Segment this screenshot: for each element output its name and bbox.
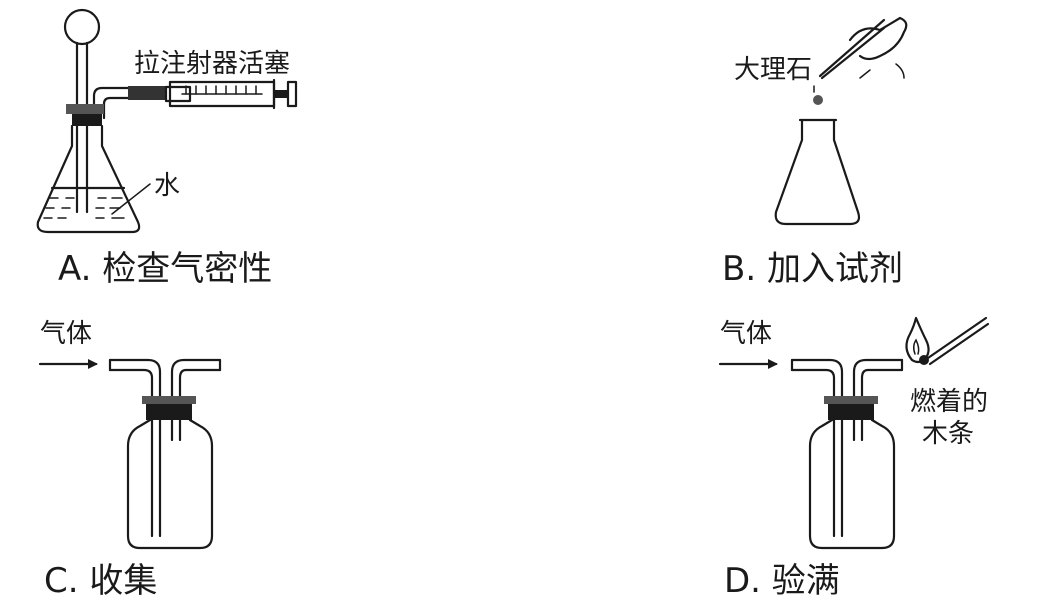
panel-a: 拉注射器活塞 水 A. 检查气密性 [36,8,298,289]
thistle-funnel [63,8,101,214]
caption-c: C. 收集 [44,561,157,601]
delivery-tubes-d [790,358,904,538]
water-label: 水 [154,171,180,201]
gas-label-c: 气体 [40,319,92,349]
caption-a: A. 检查气密性 [58,249,272,289]
gas-arrow-c [38,359,98,369]
delivery-tubes-c [108,358,222,538]
panel-d: 气体 燃着的 木条 D. 验满 [718,316,990,601]
gas-arrow-d [718,359,778,369]
gas-bottle-c [126,418,214,550]
caption-b: B. 加入试剂 [722,249,903,289]
burning-stick [919,316,990,366]
stick-label-line1: 燃着的 [910,387,988,417]
caption-d: D. 验满 [724,561,840,601]
gas-label-d: 气体 [720,319,772,349]
conical-flask-b [774,118,861,226]
syringe-label: 拉注射器活塞 [134,49,290,79]
marble-chip [813,95,823,105]
flask-stopper [66,104,104,126]
stick-label-line2: 木条 [922,419,974,449]
bent-delivery-tube [92,86,152,120]
syringe [164,78,298,110]
bottle-stopper-c [142,396,196,420]
bottle-stopper-d [824,396,878,420]
reagent-label: 大理石 [734,55,812,85]
panel-b: 大理石 B. 加入试剂 [722,16,908,289]
gas-bottle-d [808,418,896,550]
panel-c: 气体 C. 收集 [38,319,222,601]
hand [848,16,908,79]
water-leader-line [111,183,151,215]
rubber-connector [128,86,166,100]
conical-flask-a [36,124,141,234]
flame-icon [905,316,930,364]
